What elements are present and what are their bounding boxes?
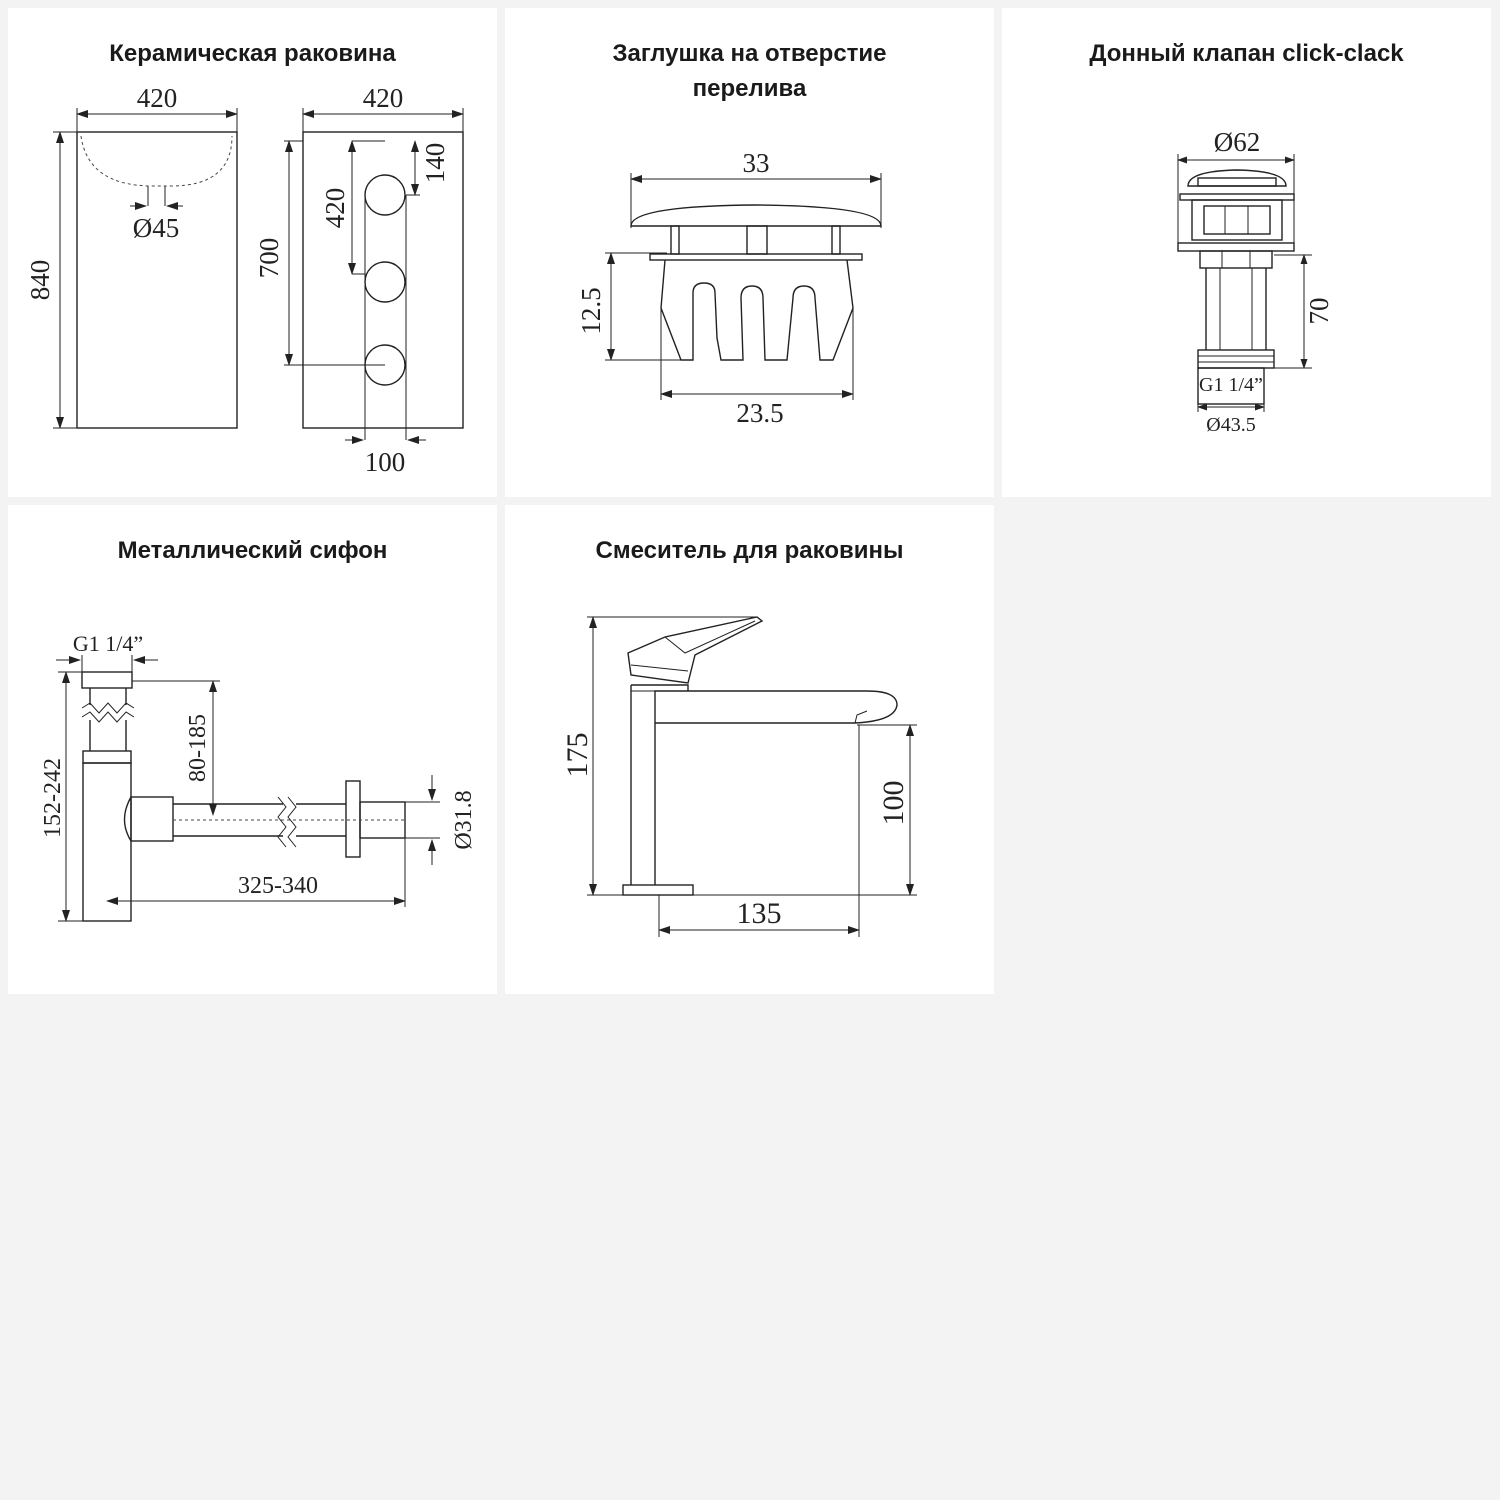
dim-thread: G1 1/4” xyxy=(1199,374,1263,396)
panel-overflow-cap: Заглушка на отверстие перелива 33 12.5 2… xyxy=(505,8,994,497)
dim-siphon-thread: G1 1/4” xyxy=(73,631,143,656)
dim-hole-spacing-bottom: 100 xyxy=(365,447,406,477)
overflow-cap-drawing: 33 12.5 23.5 xyxy=(576,148,882,428)
panel-title: Донный клапан click-clack xyxy=(1089,40,1404,67)
dim-spout-height: 100 xyxy=(877,781,910,826)
panel-title: Керамическая раковина xyxy=(109,40,396,67)
panel-title: Смеситель для раковины xyxy=(595,537,904,564)
dim-bottom-diameter: Ø43.5 xyxy=(1206,414,1255,436)
panel-title-line2: перелива xyxy=(692,75,807,102)
dim-height-side: 700 xyxy=(254,238,284,279)
panel-title-line1: Заглушка на отверстие xyxy=(612,40,887,67)
panel-title: Металлический сифон xyxy=(117,537,388,564)
dim-inlet-range: 80-185 xyxy=(185,714,211,782)
panel-title: Заглушка на отверстие перелива xyxy=(505,36,994,106)
panel-bottom-valve: Донный клапан click-clack xyxy=(1002,8,1491,497)
panel-ceramic-sink: Керамическая раковина xyxy=(8,8,497,497)
dim-valve-height: 70 xyxy=(1304,298,1334,325)
bottom-valve-drawing: Ø62 70 G1 1/4” Ø43.5 xyxy=(1177,127,1334,436)
dim-height-range: 152-242 xyxy=(40,758,66,838)
dim-length-range: 325-340 xyxy=(238,873,318,899)
panel-faucet: Смеситель для раковины 175 xyxy=(505,505,994,994)
dim-leg-width: 23.5 xyxy=(736,398,783,428)
dim-top-diameter: Ø62 xyxy=(1214,127,1261,157)
dim-drain-diameter: Ø45 xyxy=(133,213,180,243)
dim-spout-length: 135 xyxy=(737,897,782,930)
dim-width-side: 420 xyxy=(363,83,404,113)
dim-faucet-height: 175 xyxy=(561,733,594,778)
sink-drawing: 420 840 Ø45 420 700 420 140 100 xyxy=(25,83,464,477)
siphon-drawing: G1 1/4” 152-242 80-185 325-340 Ø31.8 xyxy=(40,631,477,922)
dim-outlet-diameter: Ø31.8 xyxy=(451,790,477,849)
dim-leg-height: 12.5 xyxy=(576,287,606,334)
faucet-drawing: 175 100 135 xyxy=(561,616,917,937)
dim-width-front: 420 xyxy=(137,83,178,113)
panel-metal-siphon: Металлический сифон xyxy=(8,505,497,994)
dim-top-offset: 140 xyxy=(420,143,450,184)
dim-cap-width: 33 xyxy=(743,148,770,178)
dim-holes-spacing: 420 xyxy=(320,188,350,229)
dim-height-total: 840 xyxy=(25,260,55,301)
